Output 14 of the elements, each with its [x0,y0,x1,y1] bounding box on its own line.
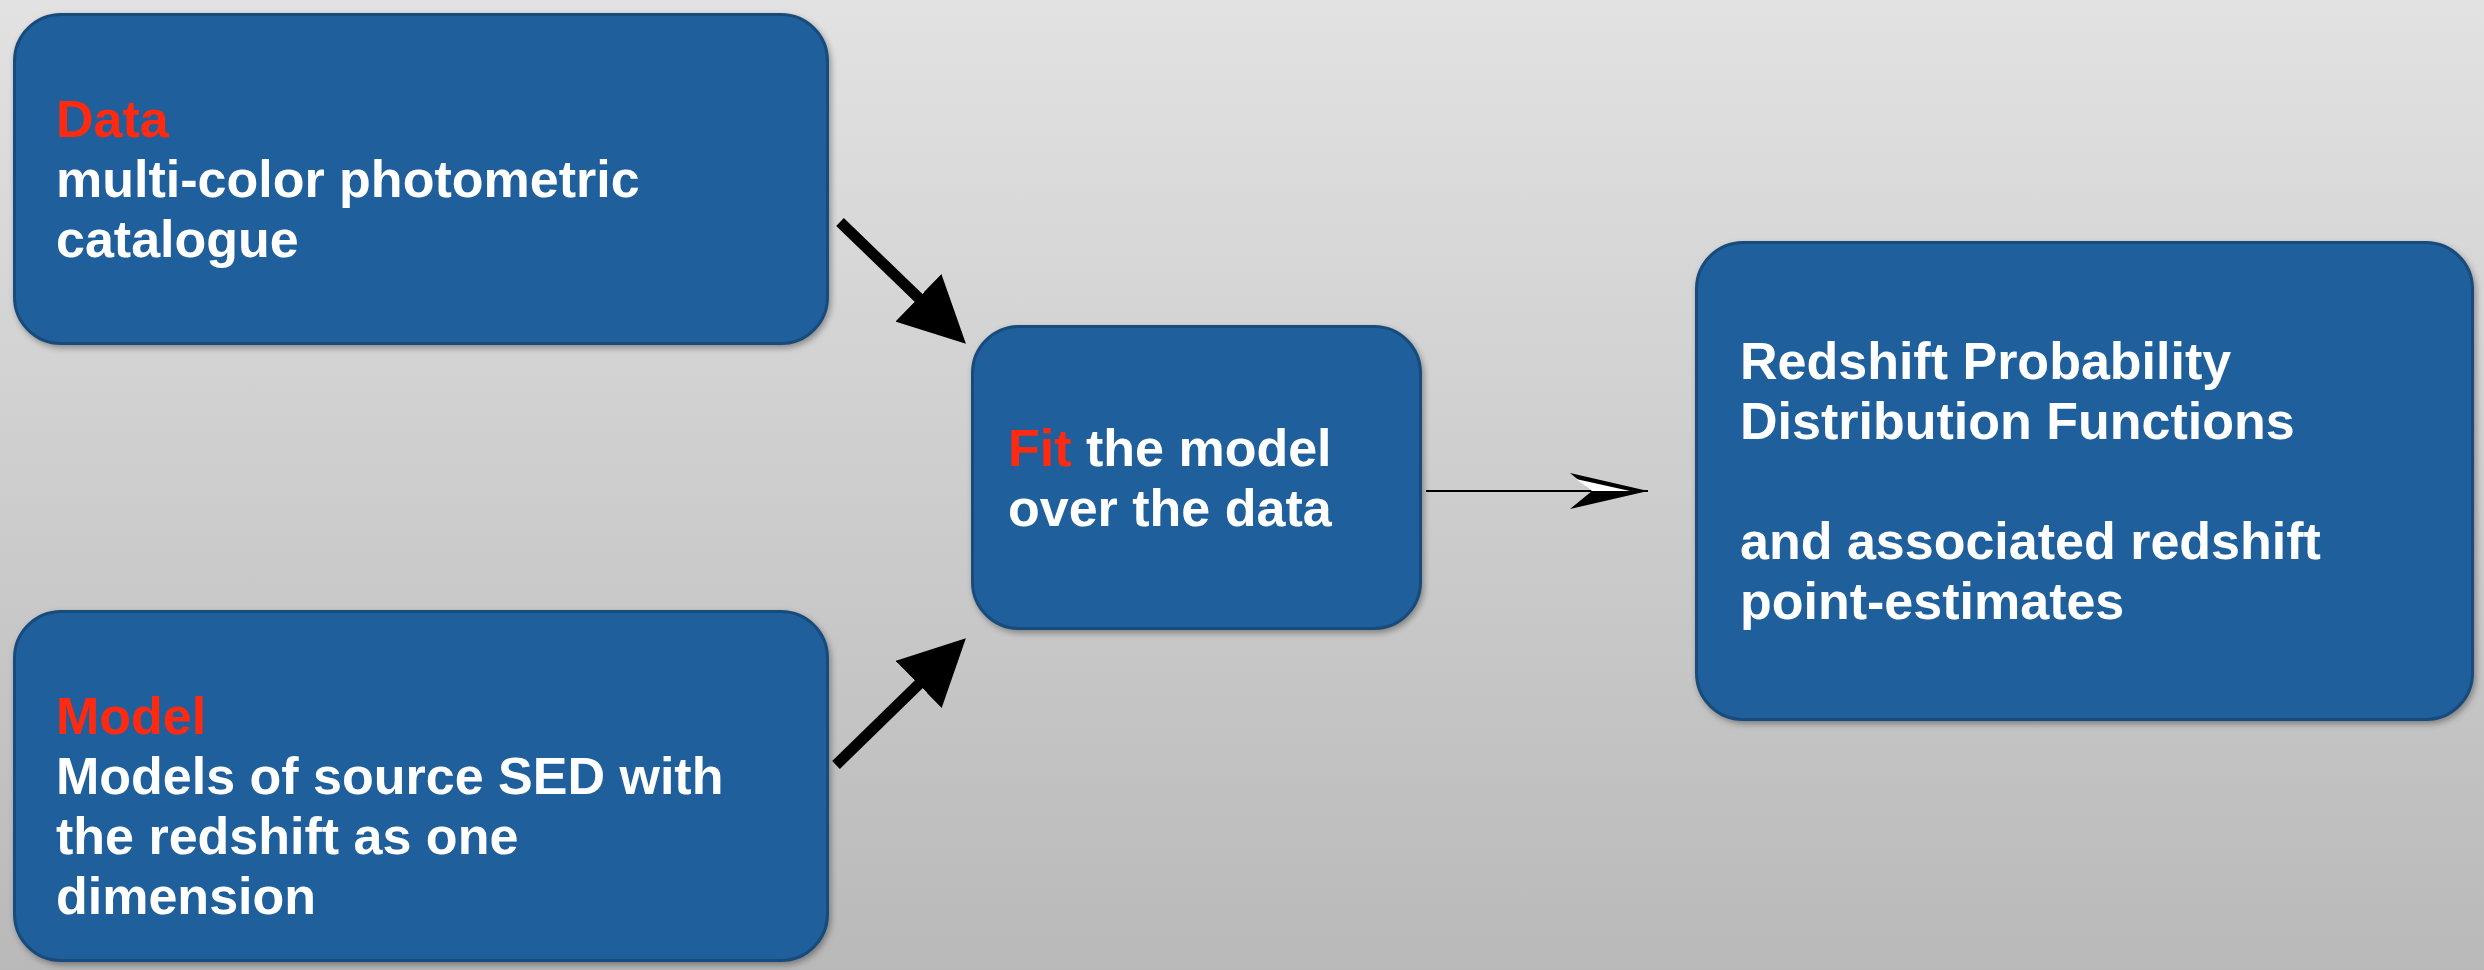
process-box [13,13,829,345]
box-heading: Model [56,686,208,746]
box-text: multi-color photometric catalogue [56,149,641,269]
arrow [1425,473,1649,509]
box-text: Fit the model over the data [1008,417,1333,538]
arrow [836,218,966,344]
box-text: Models of source SED with the redshift as one dimension [56,746,725,926]
arrow [832,638,966,769]
box-text: and associated redshift point-estimates [1740,511,2322,631]
process-box [13,610,829,962]
box-heading: Data [56,89,170,149]
box-text: Redshift Probability Distribution Functions [1740,331,2296,451]
process-box [971,325,1422,630]
process-box [1695,241,2474,721]
